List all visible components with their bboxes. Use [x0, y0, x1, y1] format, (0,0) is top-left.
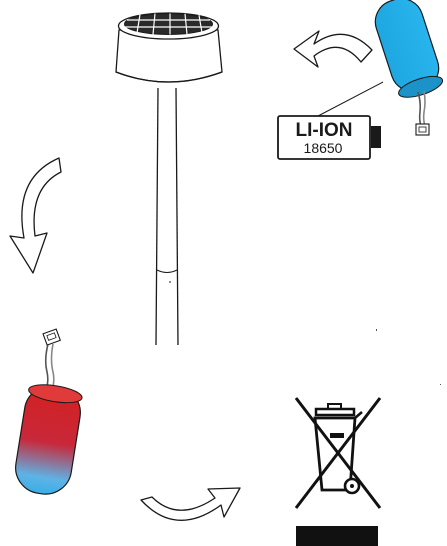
red-battery-icon [12, 329, 84, 498]
cyan-battery-icon [370, 0, 446, 135]
arrow-icon [10, 158, 61, 273]
solar-lamp-icon [116, 13, 222, 345]
battery-model-label: 18650 [304, 140, 343, 156]
crossed-out-wheeled-bin-icon [296, 398, 380, 508]
arrow-icon [141, 488, 240, 520]
battery-chemistry-label: LI-ION [296, 120, 353, 141]
leader-line [318, 82, 383, 116]
arrow-icon [294, 31, 372, 67]
disposal-bar [296, 526, 378, 546]
li-ion-battery-icon: LI-ION 18650 [278, 116, 381, 159]
